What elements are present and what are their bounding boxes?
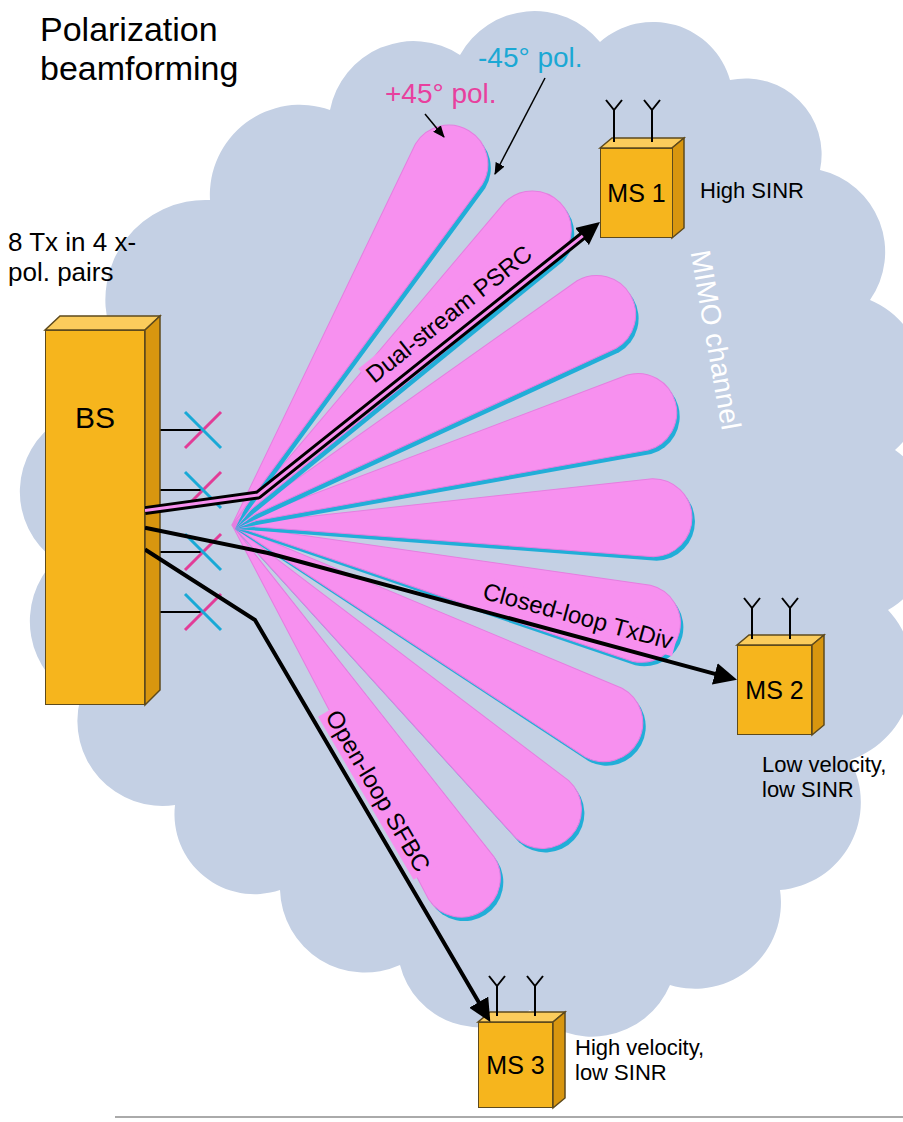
box-top-face [737, 635, 824, 645]
antenna-symbol [644, 100, 660, 142]
feed-wire [160, 489, 203, 491]
antenna-plus45 [185, 412, 221, 448]
box-side-face [553, 1012, 565, 1108]
antenna-plus45 [185, 594, 221, 630]
antenna-symbol [606, 100, 622, 142]
box-side-face [812, 635, 824, 735]
footer-rule [115, 1116, 903, 1118]
box-top-face [600, 138, 684, 148]
mobile-station-box: MS 2 [737, 645, 812, 735]
leader-line [425, 114, 444, 137]
feed-wire [160, 429, 203, 431]
connector-arrow [145, 528, 716, 674]
mobile-station-box: MS 1 [600, 148, 673, 238]
node-label: BS [75, 401, 115, 436]
node-label: MS 3 [486, 1051, 544, 1080]
channel-label: MIMO channel [683, 248, 746, 433]
antenna-symbol [527, 976, 543, 1016]
node-label: MS 2 [745, 676, 803, 705]
box-top-face [45, 316, 160, 330]
connector-arrow [145, 236, 583, 511]
antenna-symbol [782, 598, 798, 639]
antenna-feeds [160, 430, 203, 612]
antenna-minus45 [185, 594, 221, 630]
feed-wire [160, 551, 203, 553]
terminal-note: High velocity, low SINR [575, 1035, 725, 1086]
antenna-minus45 [185, 412, 221, 448]
box-top-face [478, 1012, 565, 1022]
antenna-symbol [744, 598, 760, 639]
cross-polarized-antennas [185, 412, 221, 630]
feed-wire [160, 611, 203, 613]
polarization-label: +45° pol. [385, 78, 497, 110]
antenna-plus45 [185, 472, 221, 508]
terminal-note: Low velocity, low SINR [762, 752, 900, 803]
antenna-minus45 [185, 472, 221, 508]
mobile-station-box: MS 3 [478, 1022, 553, 1108]
connector-arrow [145, 550, 479, 1003]
connector-gap [145, 236, 583, 511]
polarization-label: -45° pol. [478, 42, 583, 74]
box-depth [45, 138, 824, 1108]
beam-lobe [199, 111, 503, 545]
connector-label: Closed-loop TxDiv [477, 576, 679, 655]
antenna-symbol [489, 976, 505, 1016]
terminal-note: High SINR [700, 178, 804, 203]
connectors [145, 236, 716, 1003]
connector-label: Open-loop SFBC [319, 702, 438, 879]
box-side-face [672, 138, 684, 238]
mimo-cloud [20, 11, 903, 1037]
leader-line [495, 78, 545, 174]
base-station-box: BS [45, 330, 145, 705]
antenna-plus45 [185, 534, 221, 570]
diagram-title: Polarization beamforming [40, 10, 290, 88]
connector-label: Dual-stream PSRC [359, 238, 540, 391]
box-side-face [145, 316, 160, 705]
beam-fan [199, 111, 696, 936]
antenna-minus45 [185, 534, 221, 570]
node-label: MS 1 [607, 179, 665, 208]
antenna-note: 8 Tx in 4 x-pol. pairs [8, 228, 168, 288]
terminal-antennas [489, 100, 798, 1016]
